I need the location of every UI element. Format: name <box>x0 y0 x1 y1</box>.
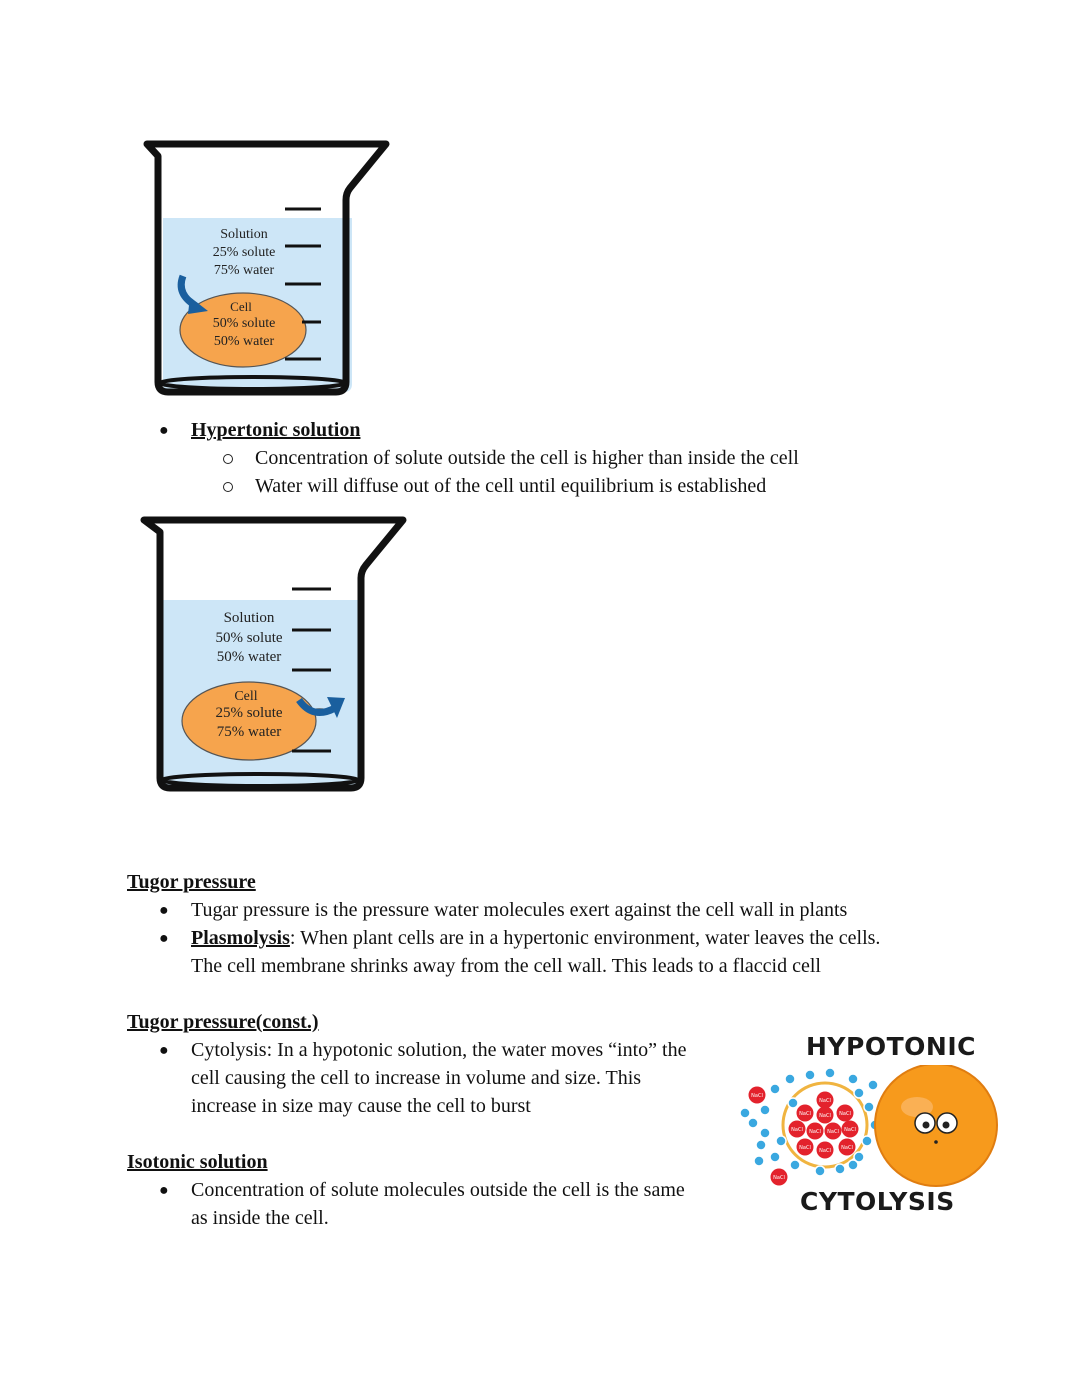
small-cell-membrane <box>781 1081 869 1169</box>
tugor-point-1: Tugar pressure is the pressure water mol… <box>191 899 848 921</box>
solute-particle-icon <box>748 1086 766 1104</box>
water-molecule-icon <box>804 1069 816 1081</box>
water-molecule-icon <box>853 1151 865 1163</box>
water-molecule-icon <box>861 1135 873 1147</box>
cell-ellipse <box>181 681 317 761</box>
beaker-diagram-2: Solution 50% solute 50% water Cell 25% s… <box>137 512 417 802</box>
tugor-const-heading: Tugor pressure(const.) <box>127 1011 319 1033</box>
cell-label: Cell <box>230 299 252 314</box>
solution-label: Solution <box>224 610 275 626</box>
solute-particle-label: NaCl <box>819 1098 831 1104</box>
water-molecule-icon <box>775 1135 787 1147</box>
solute-particle-icon <box>824 1122 842 1140</box>
hypertonic-heading: Hypertonic solution <box>191 419 361 441</box>
solute-particle-label: NaCl <box>819 1113 831 1119</box>
water-molecule-icon <box>847 1159 859 1171</box>
plasmolysis-continuation: The cell membrane shrinks away from the … <box>191 955 821 977</box>
cell-solute: 50% solute <box>213 316 276 331</box>
solution-water: 75% water <box>214 263 275 278</box>
water-molecule-icon <box>739 1107 751 1119</box>
solution-solute: 25% solute <box>213 245 276 260</box>
hypertonic-point-1: Concentration of solute outside the cell… <box>255 447 799 469</box>
water-molecule-icon <box>769 1151 781 1163</box>
cytolysis-line-2: cell causing the cell to increase in vol… <box>191 1067 642 1089</box>
solute-particle-label: NaCl <box>844 1127 856 1133</box>
solute-particle-icon <box>796 1138 814 1156</box>
water-molecule-icon <box>755 1139 767 1151</box>
bullet-icon: ● <box>159 930 169 947</box>
tugor-heading: Tugor pressure <box>127 871 256 893</box>
water-molecule-icon <box>853 1087 865 1099</box>
beaker-diagram-1: Solution 25% solute 75% water Cell 50% s… <box>140 136 400 406</box>
bullet-icon: ● <box>159 422 169 439</box>
hypertonic-point-2: Water will diffuse out of the cell until… <box>255 475 767 497</box>
water-molecule-icon <box>787 1097 799 1109</box>
hypotonic-title: HYPOTONIC <box>806 1032 976 1061</box>
sub-bullet-icon <box>223 482 233 492</box>
solute-particle-icon <box>806 1122 824 1140</box>
cell-water: 75% water <box>217 724 282 740</box>
water-molecule-icon <box>784 1073 796 1085</box>
solute-particle-icon <box>841 1120 859 1138</box>
solute-particle-icon <box>836 1104 854 1122</box>
water-molecule-icon <box>863 1101 875 1113</box>
bullet-icon: ● <box>159 902 169 919</box>
solute-particle-label: NaCl <box>773 1175 785 1181</box>
isotonic-line-1: Concentration of solute molecules outsid… <box>191 1179 685 1201</box>
solute-particle-label: NaCl <box>827 1129 839 1135</box>
solute-particle-label: NaCl <box>841 1145 853 1151</box>
bullet-icon: ● <box>159 1182 169 1199</box>
solute-particle-label: NaCl <box>751 1093 763 1099</box>
solution-water: 50% water <box>217 649 282 665</box>
solute-particle-label: NaCl <box>819 1148 831 1154</box>
solute-particle-icon <box>788 1120 806 1138</box>
solute-particle-icon <box>796 1104 814 1122</box>
cytolysis-line-1: Cytolysis: In a hypotonic solution, the … <box>191 1039 687 1061</box>
water-molecule-icon <box>753 1155 765 1167</box>
water-molecule-icon <box>834 1163 846 1175</box>
cytolysis-line-3: increase in size may cause the cell to b… <box>191 1095 531 1117</box>
solute-particle-icon <box>816 1106 834 1124</box>
water-molecule-icon <box>769 1083 781 1095</box>
water-molecule-icon <box>867 1079 879 1091</box>
cell-ellipse <box>179 292 307 368</box>
water-molecule-icon <box>814 1165 826 1177</box>
solution-solute: 50% solute <box>215 630 282 646</box>
bullet-icon: ● <box>159 1042 169 1059</box>
solute-particle-icon <box>770 1168 788 1186</box>
solute-particle-label: NaCl <box>799 1111 811 1117</box>
solute-particle-icon <box>816 1141 834 1159</box>
solute-particle-label: NaCl <box>799 1145 811 1151</box>
water-molecule-icon <box>759 1127 771 1139</box>
water-molecule-icon <box>824 1067 836 1079</box>
isotonic-line-2: as inside the cell. <box>191 1207 329 1229</box>
swollen-cell <box>874 1063 998 1187</box>
water-molecule-icon <box>759 1104 771 1116</box>
cell-water: 50% water <box>214 334 275 349</box>
plasmolysis-point: Plasmolysis: When plant cells are in a h… <box>191 924 880 952</box>
solution-label: Solution <box>220 227 267 242</box>
plasmolysis-term: Plasmolysis <box>191 927 290 949</box>
solute-particle-icon <box>816 1091 834 1109</box>
solute-particle-label: NaCl <box>809 1129 821 1135</box>
water-molecule-icon <box>747 1117 759 1129</box>
isotonic-heading: Isotonic solution <box>127 1151 268 1173</box>
cytolysis-subtitle: CYTOLYSIS <box>800 1187 955 1216</box>
plasmolysis-text: : When plant cells are in a hypertonic e… <box>289 927 881 949</box>
water-molecule-icon <box>789 1159 801 1171</box>
cell-solute: 25% solute <box>215 705 282 721</box>
sub-bullet-icon <box>223 454 233 464</box>
cell-label: Cell <box>234 689 257 704</box>
solute-particle-label: NaCl <box>791 1127 803 1133</box>
solute-particle-label: NaCl <box>839 1111 851 1117</box>
arrow-out-of-cell-icon <box>296 697 337 716</box>
solute-particle-icon <box>838 1138 856 1156</box>
water-molecule-icon <box>847 1073 859 1085</box>
